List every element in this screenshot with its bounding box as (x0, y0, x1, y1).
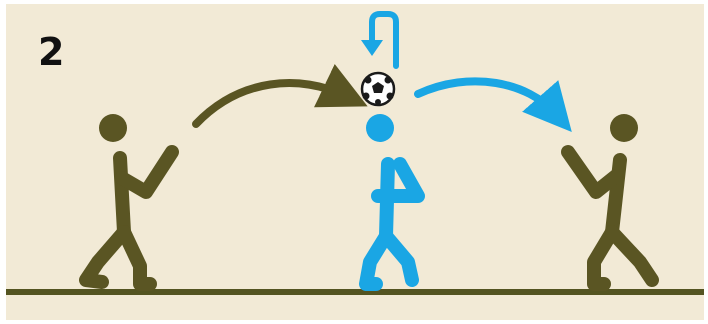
soccer-ball-icon (362, 73, 394, 105)
step-number: 2 (38, 30, 64, 74)
